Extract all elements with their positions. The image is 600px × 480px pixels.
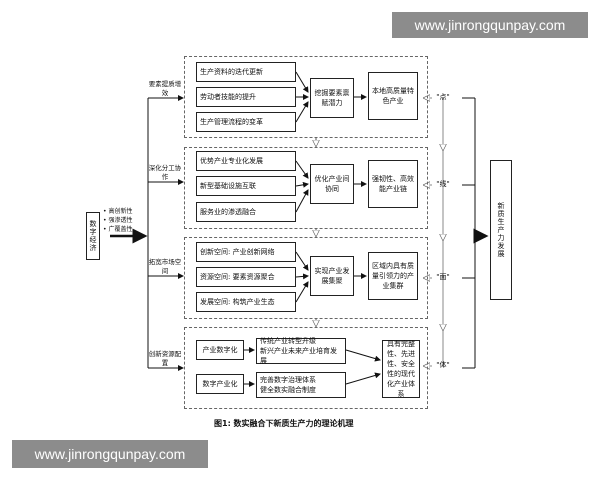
g4-result: 具有完整性、先进性、安全性的现代化产业体系 xyxy=(382,340,420,398)
tag-plane: "面" xyxy=(436,273,450,281)
feature-3: • 广覆盖性 xyxy=(103,226,133,233)
g3-middle: 实现产业发展集聚 xyxy=(310,256,354,296)
tag-dot: "点" xyxy=(436,93,450,101)
group-container-1 xyxy=(184,56,428,138)
g2-item-2: 新型基础设施互联 xyxy=(196,176,296,196)
g1-result: 本地高质量特色产业 xyxy=(368,72,418,120)
g3-item-1: 创新空间: 产业创新网络 xyxy=(196,242,296,262)
watermark-top: www.jinrongqunpay.com xyxy=(392,12,588,38)
feature-1: • 高创新性 xyxy=(103,208,133,215)
g1-item-1: 生产资料的迭代更新 xyxy=(196,62,296,82)
group-label-1: 要素提质增效 xyxy=(148,80,182,97)
tag-body: "体" xyxy=(436,361,450,369)
new-productivity-box: 新质生产力发展 xyxy=(490,160,512,300)
feature-2: • 强渗透性 xyxy=(103,217,133,224)
g2-result: 强韧性、高效能产业链 xyxy=(368,160,418,208)
group-container-3 xyxy=(184,237,428,319)
group-container-2 xyxy=(184,147,428,229)
g3-item-3: 发展空间: 构筑产业生态 xyxy=(196,292,296,312)
group-container-4 xyxy=(184,327,428,409)
g4-detail-2: 完善数字治理体系 健全数实融合制度 xyxy=(256,372,346,398)
g1-item-3: 生产管理流程的变革 xyxy=(196,112,296,132)
group-label-3: 拓宽市场空间 xyxy=(148,258,182,275)
g2-item-1: 优势产业专业化发展 xyxy=(196,151,296,171)
g4-item-1: 产业数字化 xyxy=(196,340,244,360)
group-label-4: 创新资源配置 xyxy=(148,350,182,367)
figure-caption: 图1: 数实融合下新质生产力的理论机理 xyxy=(214,419,354,428)
g2-item-3: 服务业的渗透融合 xyxy=(196,202,296,222)
g1-middle: 挖掘要素禀赋潜力 xyxy=(310,78,354,118)
tag-line: "线" xyxy=(436,180,450,188)
left-features: • 高创新性 • 强渗透性 • 广覆盖性 xyxy=(103,207,132,234)
group-label-2: 深化分工协作 xyxy=(148,164,182,181)
g2-middle: 优化产业间协同 xyxy=(310,164,354,204)
g3-result: 区域内具有质量引领力的产业集群 xyxy=(368,252,418,300)
g3-item-2: 资源空间: 要素资源聚合 xyxy=(196,267,296,287)
g4-detail-1: 传统产业转型升级 新兴产业未来产业培育发展 xyxy=(256,337,346,365)
watermark-bottom: www.jinrongqunpay.com xyxy=(12,440,208,468)
g1-item-2: 劳动者技能的提升 xyxy=(196,87,296,107)
g4-item-2: 数字产业化 xyxy=(196,374,244,394)
digital-economy-box: 数字经济 xyxy=(86,212,100,260)
